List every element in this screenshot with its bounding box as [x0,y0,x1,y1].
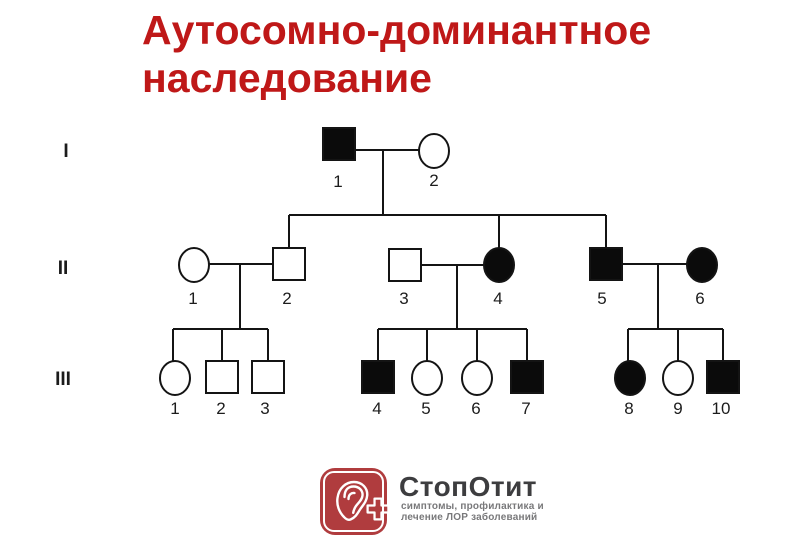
logo-brand-text: СтопОтит [399,471,537,502]
page-title-line2: наследование [142,55,432,101]
logo-tagline-line2: лечение ЛОР заболеваний [401,511,538,523]
individual-III-6 [461,360,493,396]
individual-II-1 [178,247,210,283]
individual-number-III-6: 6 [471,399,480,418]
individual-number-III-4: 4 [372,399,381,418]
individual-number-III-10: 10 [712,399,731,418]
individual-II-4 [483,247,515,283]
logo-tagline-line1: симптомы, профилактика и [401,501,544,512]
individual-number-II-5: 5 [597,289,606,308]
individual-II-3 [388,248,422,282]
individual-number-I-1: 1 [333,172,342,191]
generation-label-III: III [55,369,71,390]
individual-III-7 [510,360,544,394]
individual-number-III-3: 3 [260,399,269,418]
individual-number-II-1: 1 [188,289,197,308]
individual-III-9 [662,360,694,396]
individual-number-III-7: 7 [521,399,530,418]
individual-number-II-3: 3 [399,289,408,308]
generation-label-I: I [63,141,68,162]
individual-number-II-2: 2 [282,289,291,308]
individual-III-5 [411,360,443,396]
individual-number-I-2: 2 [429,171,438,190]
ear-icon [336,480,369,522]
individual-III-1 [159,360,191,396]
generation-label-II: II [58,258,69,279]
logo-tagline: симптомы, профилактика и лечение ЛОР заб… [401,501,544,523]
individual-I-1 [322,127,356,161]
individual-number-III-1: 1 [170,399,179,418]
individual-II-2 [272,247,306,281]
stopotit-logo: СтопОтит симптомы, профилактика и лечени… [320,468,620,538]
page-title-line1: Аутосомно-доминантное [142,7,652,53]
individual-III-8 [614,360,646,396]
logo-mark [320,468,390,535]
individual-III-2 [205,360,239,394]
individual-number-II-4: 4 [493,289,502,308]
individual-II-5 [589,247,623,281]
plus-icon [366,497,390,521]
individual-I-2 [418,133,450,169]
individual-number-III-9: 9 [673,399,682,418]
individual-number-III-2: 2 [216,399,225,418]
individual-III-10 [706,360,740,394]
individual-II-6 [686,247,718,283]
individual-number-III-8: 8 [624,399,633,418]
individual-III-3 [251,360,285,394]
page-title: Аутосомно-доминантное наследование [142,6,651,102]
individual-III-4 [361,360,395,394]
individual-number-II-6: 6 [695,289,704,308]
individual-number-III-5: 5 [421,399,430,418]
